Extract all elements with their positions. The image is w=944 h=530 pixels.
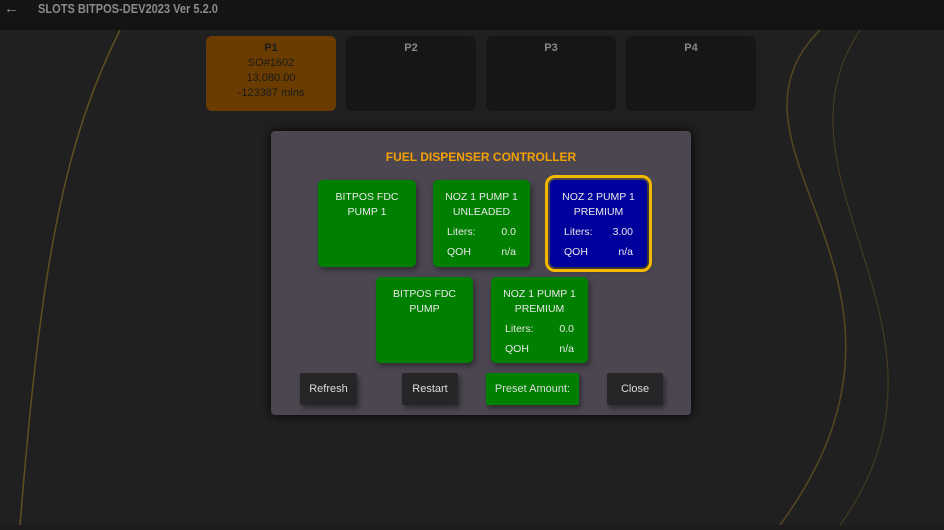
pump-tab-p2[interactable]: P2 — [346, 36, 476, 111]
close-button[interactable]: Close — [607, 373, 663, 405]
liters-value: 3.00 — [612, 226, 633, 238]
pump-tab-p3[interactable]: P3 — [486, 36, 616, 111]
tile-name: NOZ 1 PUMP 1 — [445, 191, 518, 203]
qoh-label: QOH — [505, 343, 529, 355]
liters-label: Liters: — [564, 226, 593, 238]
back-arrow-icon[interactable]: ← — [4, 0, 19, 17]
tile-name: NOZ 2 PUMP 1 — [562, 191, 635, 203]
elapsed-time: -123387 mins — [237, 87, 305, 99]
pump-tile-bitpos-fdc-pump[interactable]: BITPOS FDC PUMP — [376, 277, 473, 363]
refresh-button[interactable]: Refresh — [300, 373, 357, 405]
background-curves — [19, 29, 889, 526]
app-title: SLOTS BITPOS-DEV2023 Ver 5.2.0 — [38, 1, 218, 16]
pump-tab-p4[interactable]: P4 — [626, 36, 756, 111]
pump-tile-bitpos-fdc-pump-1[interactable]: BITPOS FDC PUMP 1 — [318, 180, 416, 267]
pump-tile-noz1-premium[interactable]: NOZ 1 PUMP 1 PREMIUM Liters: 0.0 QOH n/a — [491, 277, 588, 363]
pump-tile-noz2-premium[interactable]: NOZ 2 PUMP 1 PREMIUM Liters: 3.00 QOH n/a — [545, 175, 652, 272]
qoh-value: n/a — [501, 246, 516, 258]
tile-name: PUMP — [409, 303, 440, 315]
pump-tab-p1[interactable]: P1 SO#1602 13,080.00 -123387 mins — [206, 36, 336, 111]
pump-tile-noz1-unleaded[interactable]: NOZ 1 PUMP 1 UNLEADED Liters: 0.0 QOH n/a — [433, 180, 530, 267]
liters-label: Liters: — [505, 323, 534, 335]
tile-name: NOZ 1 PUMP 1 — [503, 288, 576, 300]
tile-name: BITPOS FDC — [335, 191, 399, 203]
restart-button[interactable]: Restart — [402, 373, 458, 405]
pump-tab-label: P1 — [264, 42, 278, 54]
qoh-value: n/a — [559, 343, 574, 355]
qoh-label: QOH — [447, 246, 471, 258]
pump-tab-label: P3 — [544, 42, 558, 54]
pump-tab-label: P2 — [404, 42, 418, 54]
qoh-value: n/a — [618, 246, 633, 258]
tile-name: PUMP 1 — [347, 206, 387, 218]
order-amount: 13,080.00 — [246, 72, 296, 84]
liters-value: 0.0 — [559, 323, 574, 335]
tile-name: BITPOS FDC — [392, 288, 456, 300]
tile-name: UNLEADED — [452, 206, 511, 218]
liters-value: 0.0 — [501, 226, 516, 238]
tile-name: PREMIUM — [514, 303, 565, 315]
qoh-label: QOH — [564, 246, 588, 258]
liters-label: Liters: — [447, 226, 476, 238]
pump-tab-label: P4 — [684, 42, 698, 54]
top-bar: ← SLOTS BITPOS-DEV2023 Ver 5.2.0 — [0, 0, 944, 30]
fuel-dispenser-dialog: FUEL DISPENSER CONTROLLER BITPOS FDC PUM… — [271, 131, 691, 415]
order-number: SO#1602 — [247, 57, 295, 69]
preset-amount-button[interactable]: Preset Amount: — [486, 373, 579, 405]
dialog-title: FUEL DISPENSER CONTROLLER — [385, 150, 577, 164]
tile-name: PREMIUM — [573, 206, 624, 218]
